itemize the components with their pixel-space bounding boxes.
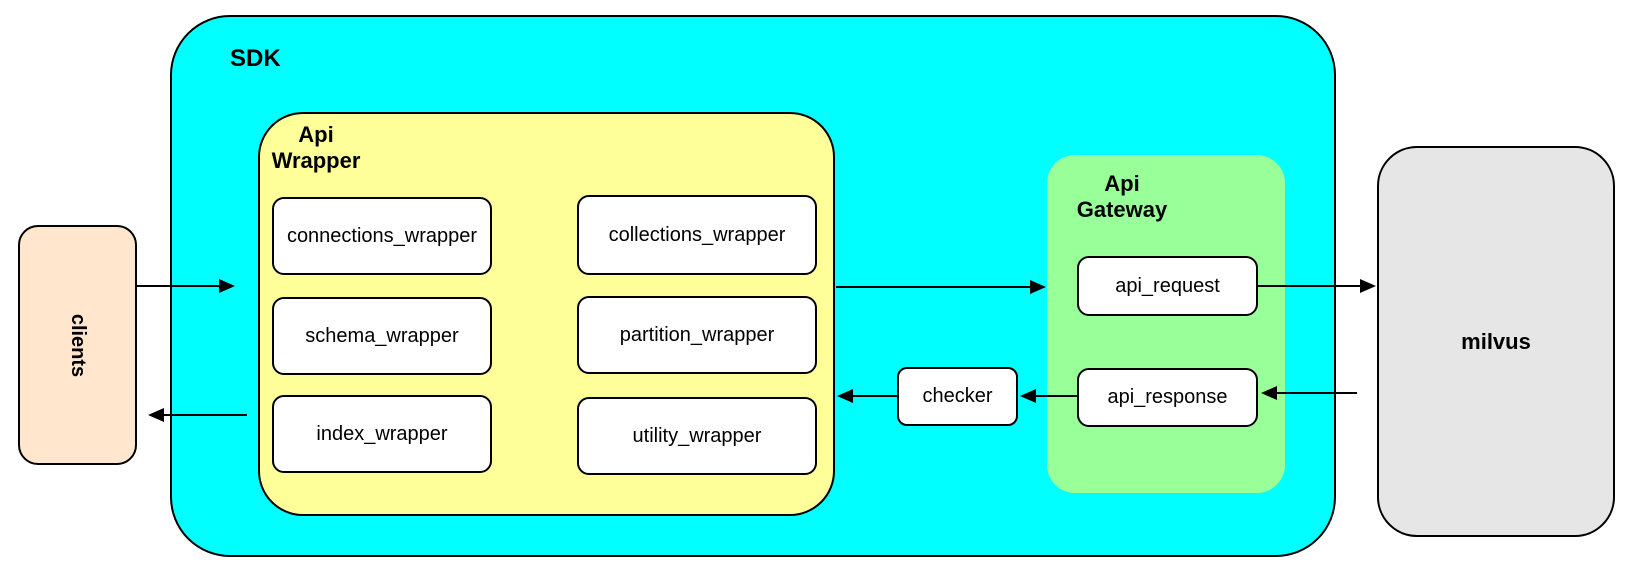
api-request-label: api_request	[1115, 274, 1220, 297]
utility-wrapper-label: utility_wrapper	[632, 424, 762, 447]
clients-node: clients	[18, 225, 137, 465]
checker-node: checker	[897, 367, 1018, 426]
api-response-node: api_response	[1077, 368, 1258, 427]
arrowhead-right-icon	[1360, 279, 1376, 293]
checker-label: checker	[922, 385, 993, 407]
index-wrapper-node: index_wrapper	[272, 395, 492, 473]
schema-wrapper-node: schema_wrapper	[272, 297, 492, 375]
api-response-label: api_response	[1107, 386, 1228, 408]
connections-wrapper-label: connections_wrapper	[286, 224, 478, 247]
arrowhead-left-icon	[148, 408, 164, 422]
clients-label: clients	[66, 313, 89, 377]
collections-wrapper-node: collections_wrapper	[577, 195, 817, 275]
partition-wrapper-node: partition_wrapper	[577, 296, 817, 374]
api-wrapper-container: Api Wrapper connections_wrapper collecti…	[258, 112, 835, 516]
arrowhead-right-icon	[1030, 280, 1046, 294]
index-wrapper-label: index_wrapper	[316, 422, 448, 445]
sdk-container: SDK Api Wrapper connections_wrapper coll…	[170, 15, 1336, 557]
api-wrapper-label: Api Wrapper	[271, 122, 361, 173]
connections-wrapper-node: connections_wrapper	[272, 197, 492, 275]
api-gateway-container: Api Gateway api_request api_response	[1047, 155, 1285, 493]
sdk-label: SDK	[230, 45, 281, 72]
arrowhead-left-icon	[1020, 389, 1036, 403]
utility-wrapper-node: utility_wrapper	[577, 397, 817, 475]
api-request-node: api_request	[1077, 256, 1258, 316]
arrowhead-left-icon	[1261, 386, 1277, 400]
partition-wrapper-label: partition_wrapper	[619, 323, 775, 346]
milvus-label: milvus	[1461, 328, 1531, 354]
arrowhead-right-icon	[219, 279, 235, 293]
milvus-node: milvus	[1377, 146, 1615, 537]
api-gateway-label: Api Gateway	[1076, 171, 1168, 222]
schema-wrapper-label: schema_wrapper	[305, 324, 459, 347]
arrowhead-left-icon	[837, 389, 853, 403]
collections-wrapper-label: collections_wrapper	[608, 223, 786, 246]
